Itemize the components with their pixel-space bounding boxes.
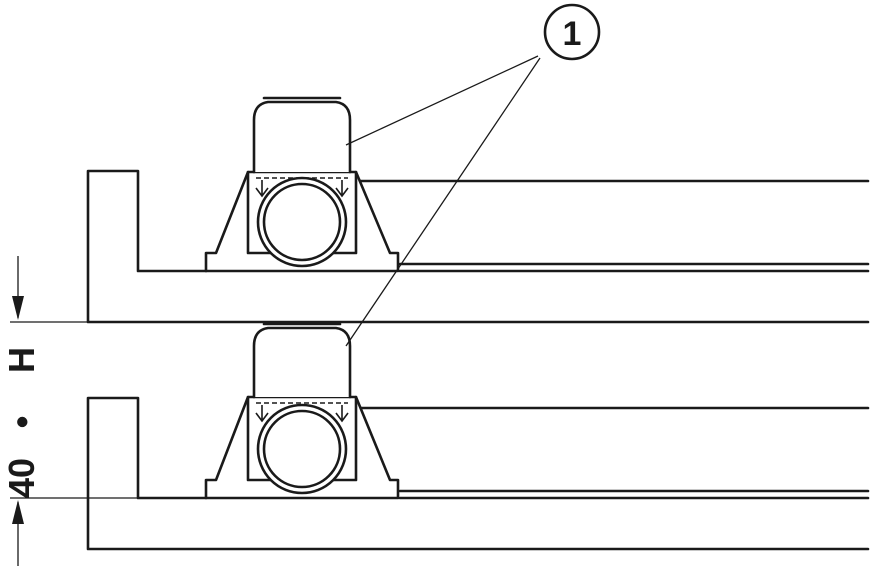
callout-circle (543, 3, 601, 61)
callout-leader-lower (345, 57, 541, 347)
upper-shelf-assembly (86, 96, 870, 324)
lower-clip-arrow-left (255, 405, 269, 423)
lower-rod-inner (262, 409, 342, 489)
upper-clip-arrow-left (255, 180, 269, 198)
dimension-variable: H (1, 347, 42, 373)
lower-clip-arrow-right (335, 405, 349, 423)
lower-shelf-profile (86, 396, 870, 551)
callout-leader-upper (345, 55, 539, 146)
dimension-annotation: 40 • H (1, 256, 138, 566)
upper-clip-arrow-right (335, 180, 349, 198)
upper-shelf-profile (86, 169, 870, 324)
dimension-value: 40 (1, 458, 42, 498)
dimension-arrow-bottom-head (12, 500, 24, 524)
callout-1: 1 (345, 3, 601, 347)
lower-pin-cap (252, 326, 352, 399)
upper-rod-outer (256, 176, 348, 268)
callout-label: 1 (563, 15, 582, 53)
upper-pin-cap (252, 100, 352, 174)
dimension-separator: • (1, 416, 42, 429)
dimension-arrow-top-head (12, 296, 24, 320)
lower-rod-outer (256, 403, 348, 495)
upper-rod-inner (262, 182, 342, 262)
lower-shelf-assembly (86, 322, 870, 551)
